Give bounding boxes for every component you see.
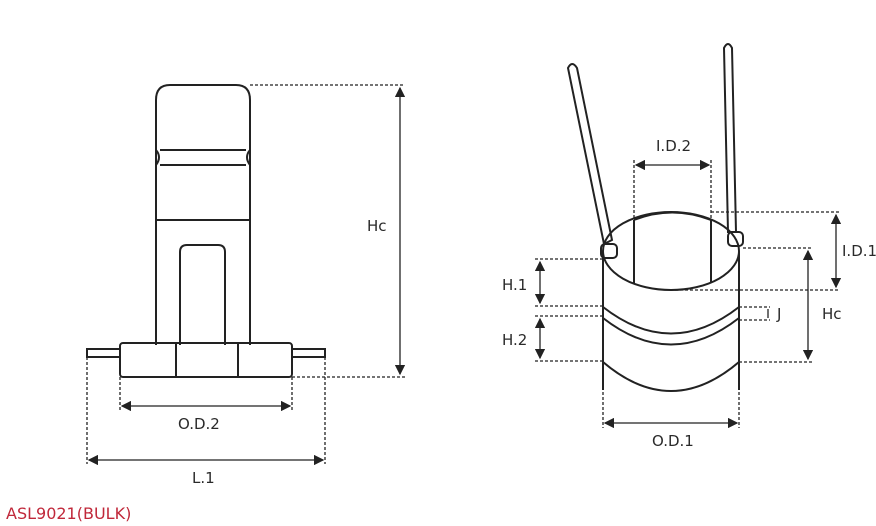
left-dimensions: [86, 84, 406, 466]
label-id2: I.D.2: [656, 137, 691, 155]
label-od1: O.D.1: [652, 432, 694, 450]
slip-ring-perspective-view: [566, 43, 744, 392]
label-id1: I.D.1: [842, 242, 876, 260]
label-od2: O.D.2: [178, 415, 220, 433]
part-number: ASL9021(BULK): [6, 504, 132, 523]
label-l1: L.1: [192, 469, 215, 487]
right-dimensions: [534, 159, 842, 429]
slip-ring-side-view: [86, 84, 326, 378]
label-j: J: [776, 305, 781, 323]
label-h1: H.1: [502, 276, 527, 294]
label-hc-left: Hc: [367, 217, 387, 235]
label-hc-right: Hc: [822, 305, 842, 323]
label-h2: H.2: [502, 331, 527, 349]
